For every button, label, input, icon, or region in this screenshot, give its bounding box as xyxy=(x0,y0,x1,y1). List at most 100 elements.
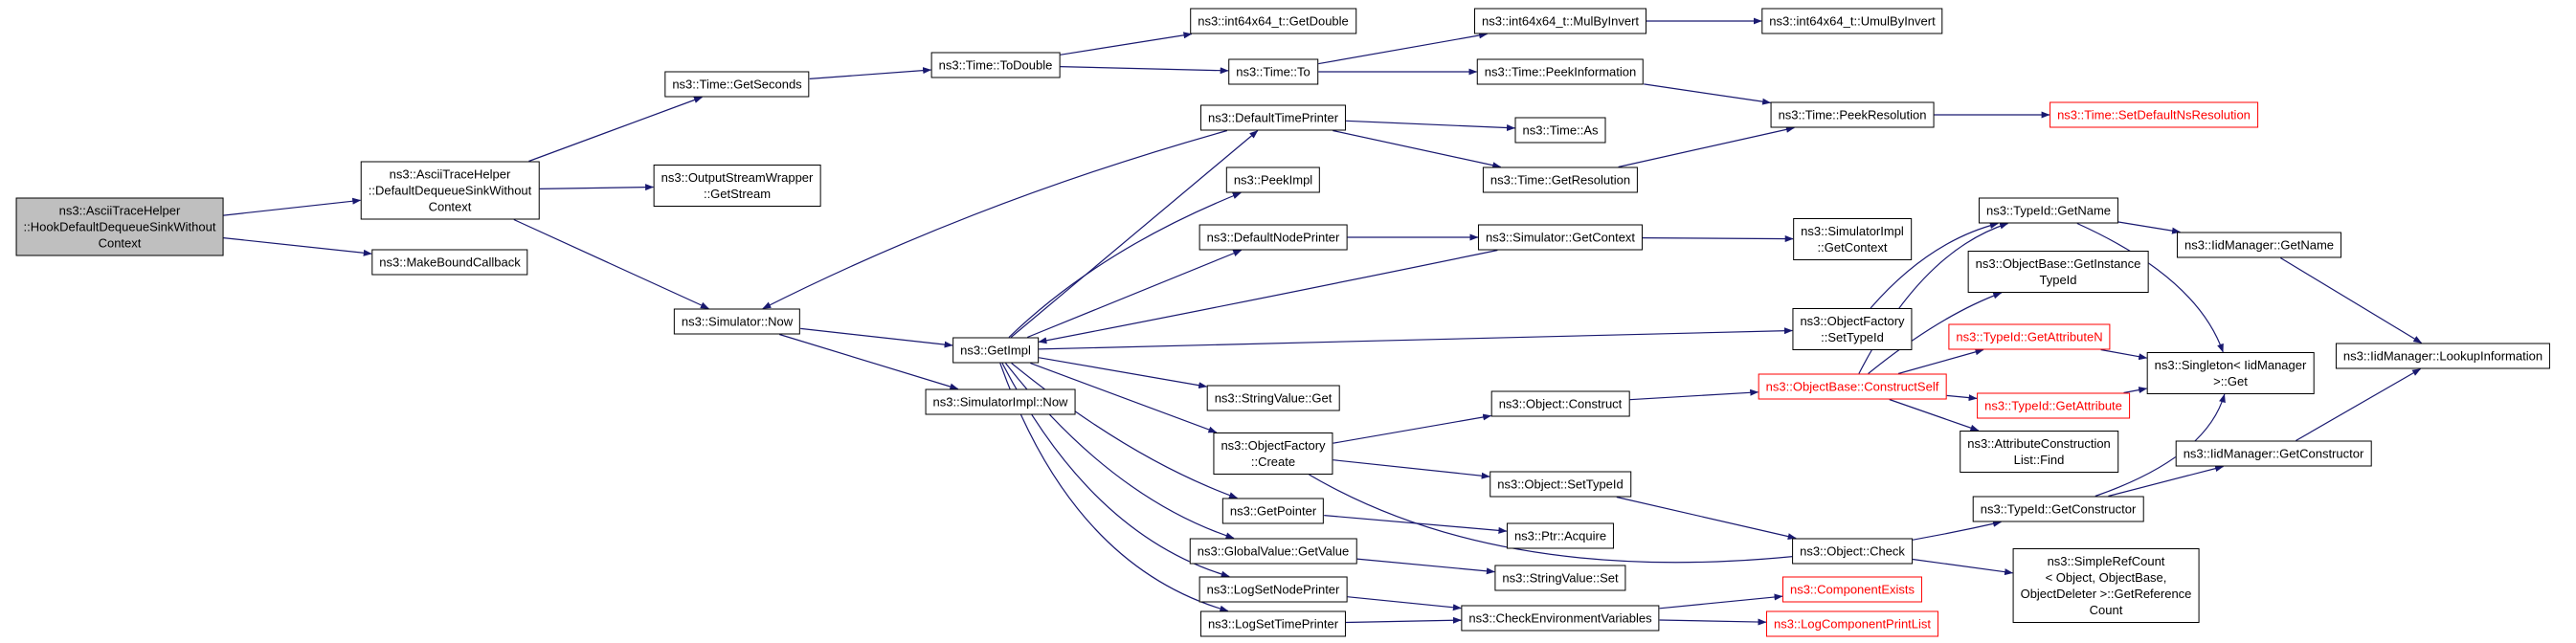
node-label-line: ns3::TypeId::GetConstructor xyxy=(1980,501,2137,517)
node-label-line: ns3::int64x64_t::GetDouble xyxy=(1198,13,1349,29)
node-simImplNow[interactable]: ns3::SimulatorImpl::Now xyxy=(925,388,1076,415)
edge-defaultTimePrinter--getResolution xyxy=(1333,129,1502,169)
edge-simNow--getImpl xyxy=(800,327,953,348)
node-stringValueSet[interactable]: ns3::StringValue::Set xyxy=(1494,565,1626,591)
node-toDouble[interactable]: ns3::Time::ToDouble xyxy=(930,52,1061,78)
node-label-line: ::HookDefaultDequeueSinkWithout xyxy=(23,219,216,234)
node-objConstruct[interactable]: ns3::Object::Construct xyxy=(1490,390,1630,417)
edge-hook--makeBoundCallback xyxy=(223,237,372,256)
node-label-line: >::Get xyxy=(2213,374,2248,388)
node-label-line: ns3::DefaultTimePrinter xyxy=(1207,110,1339,125)
node-simNow[interactable]: ns3::Simulator::Now xyxy=(673,308,801,335)
node-timeTo[interactable]: ns3::Time::To xyxy=(1228,58,1318,85)
node-typeIdGetName[interactable]: ns3::TypeId::GetName xyxy=(1978,197,2119,224)
edge-toDouble--getDouble xyxy=(1060,32,1193,55)
edge-objSetTypeId--objCheck xyxy=(1616,496,1797,541)
node-label-line: ns3::IidManager::GetConstructor xyxy=(2183,446,2364,461)
node-factoryCreate[interactable]: ns3::ObjectFactory::Create xyxy=(1213,432,1333,475)
node-label-line: ns3::LogSetTimePrinter xyxy=(1207,616,1339,632)
edge-checkEnv--logComponentPrintList xyxy=(1659,618,1767,626)
edge-factorySetTypeId--typeIdGetName xyxy=(1870,222,1999,309)
node-iidGetName[interactable]: ns3::IidManager::GetName xyxy=(2176,232,2342,258)
node-getAttributeN[interactable]: ns3::TypeId::GetAttributeN xyxy=(1948,323,2111,350)
edge-logSetNodePrinter--checkEnv xyxy=(1347,596,1462,611)
node-iidGetConstructor[interactable]: ns3::IidManager::GetConstructor xyxy=(2175,440,2372,467)
node-sink[interactable]: ns3::AsciiTraceHelper::DefaultDequeueSin… xyxy=(360,161,540,220)
node-label-line: ns3::AttributeConstruction xyxy=(1967,436,2111,451)
node-setDefaultNsRes[interactable]: ns3::Time::SetDefaultNsResolution xyxy=(2050,101,2258,128)
edge-defaultTimePrinter--timeAs xyxy=(1345,120,1515,132)
node-label-line: ns3::StringValue::Get xyxy=(1214,390,1333,406)
node-logComponentPrintList[interactable]: ns3::LogComponentPrintList xyxy=(1765,610,1939,637)
node-getSeconds[interactable]: ns3::Time::GetSeconds xyxy=(664,71,810,98)
node-label-line: ns3::int64x64_t::MulByInvert xyxy=(1481,13,1640,29)
node-logSetTimePrinter[interactable]: ns3::LogSetTimePrinter xyxy=(1199,610,1347,637)
edge-getAttribute--singletonGet xyxy=(2123,387,2148,394)
node-constructSelf[interactable]: ns3::ObjectBase::ConstructSelf xyxy=(1758,373,1947,400)
edge-hook--sink xyxy=(223,197,362,216)
node-label-line: ::GetContext xyxy=(1817,240,1888,255)
node-label-line: ns3::StringValue::Set xyxy=(1502,570,1619,586)
node-label-line: ns3::ComponentExists xyxy=(1789,582,1915,597)
node-defaultTimePrinter[interactable]: ns3::DefaultTimePrinter xyxy=(1199,104,1347,131)
node-defaultNodePrinter[interactable]: ns3::DefaultNodePrinter xyxy=(1198,224,1348,251)
edge-sink--getSeconds xyxy=(528,96,703,163)
edge-simGetContext--simImplGetContext xyxy=(1642,235,1794,243)
node-label-line: ns3::Ptr::Acquire xyxy=(1513,528,1607,543)
node-label-line: ns3::SimulatorImpl xyxy=(1801,224,1904,238)
node-label-line: ns3::MakeBoundCallback xyxy=(379,255,521,270)
node-lookupInformation[interactable]: ns3::IidManager::LookupInformation xyxy=(2335,343,2551,369)
edge-constructSelf--getAttributeN xyxy=(1897,348,1984,375)
node-factorySetTypeId[interactable]: ns3::ObjectFactory::SetTypeId xyxy=(1792,308,1913,350)
node-label-line: ns3::LogComponentPrintList xyxy=(1773,616,1932,632)
node-stringValueGet[interactable]: ns3::StringValue::Get xyxy=(1206,385,1340,411)
node-label-line: ns3::Object::SetTypeId xyxy=(1497,477,1624,492)
node-makeBoundCallback[interactable]: ns3::MakeBoundCallback xyxy=(371,249,528,276)
node-globalGetValue[interactable]: ns3::GlobalValue::GetValue xyxy=(1189,538,1357,565)
node-getImpl[interactable]: ns3::GetImpl xyxy=(952,337,1039,364)
node-objCheck[interactable]: ns3::Object::Check xyxy=(1792,538,1913,565)
node-ptrAcquire[interactable]: ns3::Ptr::Acquire xyxy=(1506,522,1615,549)
node-checkEnv[interactable]: ns3::CheckEnvironmentVariables xyxy=(1461,605,1660,632)
edge-simGetContext--getImpl xyxy=(1038,249,1498,344)
node-label-line: ns3::IidManager::LookupInformation xyxy=(2342,348,2543,364)
node-label-line: ::GetStream xyxy=(703,187,772,201)
edge-toDouble--timeTo xyxy=(1060,66,1229,75)
node-peekInformation[interactable]: ns3::Time::PeekInformation xyxy=(1476,58,1645,85)
node-label-line: ns3::GetImpl xyxy=(960,343,1031,358)
node-objSetTypeId[interactable]: ns3::Object::SetTypeId xyxy=(1490,471,1631,498)
node-getAttribute[interactable]: ns3::TypeId::GetAttribute xyxy=(1977,392,2130,419)
edge-objCheck--simpleRefCount xyxy=(1912,558,2014,576)
node-peekImpl[interactable]: ns3::PeekImpl xyxy=(1225,166,1321,193)
node-label-line: ns3::SimpleRefCount xyxy=(2047,554,2165,568)
node-label-line: ns3::Singleton< IidManager xyxy=(2154,358,2307,372)
node-peekResolution[interactable]: ns3::Time::PeekResolution xyxy=(1770,101,1935,128)
node-componentExists[interactable]: ns3::ComponentExists xyxy=(1781,576,1923,603)
edge-constructSelf--attrListFind xyxy=(1889,398,1980,432)
node-label-line: ns3::Time::GetResolution xyxy=(1490,172,1631,188)
node-simGetContext[interactable]: ns3::Simulator::GetContext xyxy=(1477,224,1644,251)
node-label-line: ns3::Simulator::Now xyxy=(681,314,794,329)
edge-sink--simNow xyxy=(513,218,709,310)
node-logSetNodePrinter[interactable]: ns3::LogSetNodePrinter xyxy=(1198,576,1348,603)
edge-getImpl--defaultTimePrinter xyxy=(1010,130,1259,338)
node-label-line: < Object, ObjectBase, xyxy=(2045,570,2167,585)
node-label-line: ns3::Object::Check xyxy=(1800,543,1905,559)
node-getResolution[interactable]: ns3::Time::GetResolution xyxy=(1482,166,1639,193)
node-umulByInvert[interactable]: ns3::int64x64_t::UmulByInvert xyxy=(1761,8,1943,34)
node-typeIdGetConstructor[interactable]: ns3::TypeId::GetConstructor xyxy=(1972,496,2144,522)
node-getDouble[interactable]: ns3::int64x64_t::GetDouble xyxy=(1190,8,1356,34)
node-label-line: ::DefaultDequeueSinkWithout xyxy=(368,183,532,198)
node-getPointer[interactable]: ns3::GetPointer xyxy=(1221,498,1325,524)
node-simImplGetContext[interactable]: ns3::SimulatorImpl::GetContext xyxy=(1793,218,1912,260)
node-timeAs[interactable]: ns3::Time::As xyxy=(1514,117,1606,144)
node-hook[interactable]: ns3::AsciiTraceHelper::HookDefaultDequeu… xyxy=(15,197,224,256)
node-getStream[interactable]: ns3::OutputStreamWrapper::GetStream xyxy=(653,165,821,207)
node-simpleRefCount[interactable]: ns3::SimpleRefCount< Object, ObjectBase,… xyxy=(2012,548,2200,623)
node-label-line: Context xyxy=(98,235,142,251)
node-singletonGet[interactable]: ns3::Singleton< IidManager>::Get xyxy=(2146,352,2315,394)
node-mulByInvert[interactable]: ns3::int64x64_t::MulByInvert xyxy=(1473,8,1647,34)
